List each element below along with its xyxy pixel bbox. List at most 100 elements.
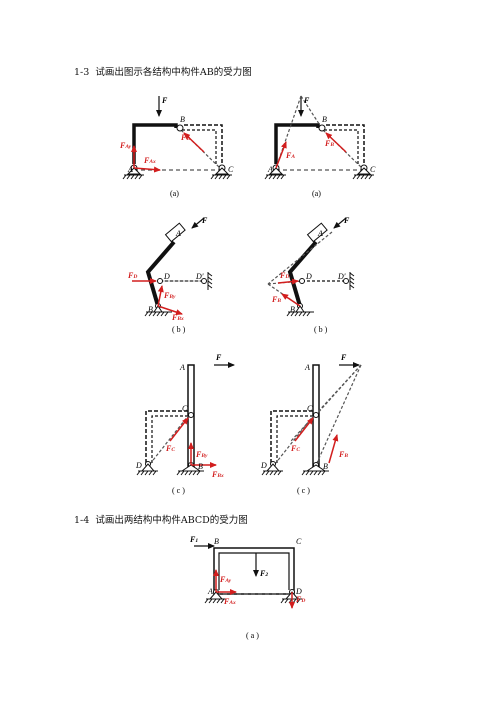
problem-number: 1-4: [74, 515, 90, 526]
guide-line-f-mid: [315, 364, 362, 416]
label-fd: FD: [279, 271, 289, 280]
label-f: F: [215, 353, 222, 362]
label-f2: F2: [259, 569, 268, 578]
label-b: B: [148, 305, 153, 314]
label-d2: D': [337, 272, 346, 281]
problem-1-4-heading: 1-4 试画出两结构中构件ABCD的受力图: [74, 512, 248, 526]
label-c: C: [182, 404, 188, 413]
label-b: B: [198, 462, 203, 471]
label-fd: FD: [295, 595, 305, 604]
support-a: [126, 167, 142, 175]
force-fb-arrow: [281, 293, 301, 307]
caption: ( b ): [172, 325, 186, 334]
label-fbx: FBx: [211, 470, 224, 479]
label-d2: D': [195, 272, 204, 281]
label-fa: FA: [285, 151, 295, 160]
label-d: D: [260, 461, 267, 470]
label-a: A: [179, 363, 185, 372]
pin-b: [176, 124, 184, 132]
pin-d2: [201, 278, 207, 284]
caption: (a): [170, 189, 179, 198]
member-ab: [287, 240, 318, 307]
guide-line-b: [300, 95, 324, 131]
label-fb: FB: [271, 295, 281, 304]
label-b: B: [214, 537, 219, 546]
slider-block-a: [164, 222, 186, 243]
force-fc-arrow: [169, 417, 189, 442]
label-fd: FD: [127, 271, 137, 280]
figure-b-left: F A D D' B FD FBy FBx ( b ): [127, 216, 213, 334]
force-fc-arrow: [294, 417, 314, 442]
force-fax-arrow: [133, 166, 161, 173]
force-fb-arrow: [183, 132, 205, 153]
label-b: B: [323, 462, 328, 471]
caption: ( c ): [297, 486, 310, 495]
label-fb: FB: [324, 139, 334, 148]
label-d: D: [295, 587, 302, 596]
label-fc: FC: [165, 444, 175, 453]
label-f: F: [161, 96, 168, 105]
guide-line-a: [275, 95, 302, 169]
member-dc-dashed: [270, 410, 313, 463]
member-dc-dashed-inner: [276, 415, 313, 463]
label-d: D: [305, 272, 312, 281]
support-c: [214, 167, 230, 175]
label-d: D: [163, 272, 170, 281]
applied-force-arrow: [333, 217, 347, 229]
figure-b-right: F A D D' B FD FB ( b ): [267, 216, 355, 334]
label-f1: F1: [189, 535, 198, 544]
pin-d: [299, 278, 305, 284]
label-c: C: [307, 404, 313, 413]
guide-line-f: [267, 231, 333, 285]
pin-b: [318, 124, 326, 132]
member-bc-dashed-inner: [182, 129, 217, 166]
applied-force-arrow: [191, 217, 205, 229]
member-bc-dashed-inner: [324, 129, 359, 166]
force-fby-arrow: [157, 285, 164, 307]
guide-line-dc: [274, 415, 314, 465]
label-b: B: [322, 115, 327, 124]
label-fay: FAy: [119, 141, 132, 150]
label-a: A: [175, 229, 181, 238]
label-fax: FAx: [143, 156, 156, 165]
force-fb-arrow: [328, 434, 339, 464]
pin-c: [188, 412, 194, 418]
label-fby: FBy: [195, 450, 208, 459]
label-f: F: [201, 216, 208, 225]
caption: (a): [312, 189, 321, 198]
member-dc-dashed: [145, 410, 188, 463]
label-fby: FBy: [163, 291, 176, 300]
label-c: C: [370, 165, 376, 174]
label-fay: FAy: [219, 575, 232, 584]
caption: ( b ): [314, 325, 328, 334]
figure-c-left: F A C D B FC FBy FBx ( c ): [135, 353, 235, 495]
problem-number: 1-3: [74, 67, 90, 78]
label-f: F: [343, 216, 350, 225]
label-c: C: [296, 537, 302, 546]
support-c: [356, 167, 372, 175]
label-a: A: [267, 165, 273, 174]
force-fa-arrow: [275, 141, 287, 169]
label-a: A: [317, 229, 323, 238]
label-f: F: [340, 353, 347, 362]
force-fd-arrow: [277, 278, 299, 285]
pin-c: [313, 412, 319, 418]
slider-block-a: [306, 222, 328, 243]
label-fb: FB: [338, 450, 348, 459]
frame-inner: [218, 552, 290, 590]
label-fax: FAx: [223, 597, 236, 606]
label-f: F: [303, 96, 310, 105]
member-dc-dashed-inner: [151, 415, 188, 463]
label-fb: FB: [180, 133, 190, 142]
force-fbx-arrow: [157, 305, 183, 315]
label-b: B: [180, 115, 185, 124]
frame-outer: [213, 547, 295, 595]
figure-c-right: F A C D B FC FB ( c ): [260, 353, 362, 495]
member-bc-dashed: [184, 124, 223, 166]
member-ab: [132, 123, 178, 164]
caption: ( c ): [172, 486, 185, 495]
caption: ( a ): [246, 631, 259, 640]
label-fc: FC: [290, 444, 300, 453]
force-fb-arrow: [325, 132, 347, 153]
guide-line-f-b: [315, 364, 362, 466]
